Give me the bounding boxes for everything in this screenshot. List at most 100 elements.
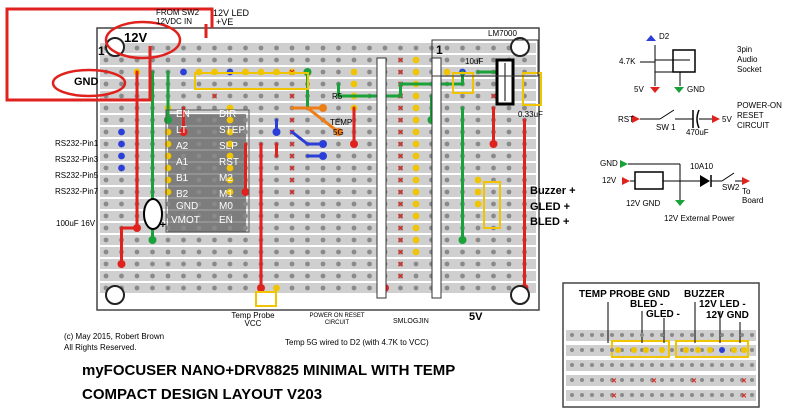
hole [398,141,403,147]
hole [506,225,512,231]
hole [444,273,450,279]
wire [337,70,464,98]
hole [367,201,372,207]
hole [506,273,512,279]
title-line-2: COMPACT DESIGN LAYOUT V203 [82,386,323,403]
hole [320,129,326,135]
hole [305,237,310,243]
hole [289,225,295,231]
hole [258,93,264,99]
hole [119,81,124,87]
track-cut-icon: × [398,140,404,151]
solder-pad [118,128,125,136]
inset-hole [630,393,634,397]
hole [475,105,481,111]
hole [289,141,295,147]
inset-hole [630,378,634,382]
inset-cut-icon: × [691,376,696,386]
solder-pad [474,176,482,184]
hole [336,153,341,159]
hole [367,249,372,255]
hole [367,237,372,243]
gnd-power-arrow-icon [620,160,628,168]
hole [367,177,372,183]
label-pin1-left: 1 [98,44,105,58]
inset-hole [600,363,604,367]
reset-sw1-label: SW 1 [656,123,676,132]
strip [100,271,536,281]
drv-pin-right-5: M1 [219,189,233,200]
hole [289,153,295,159]
inset-hole [570,363,574,367]
inset-hole [610,333,614,337]
solder-pad [350,68,358,76]
hole [320,165,326,171]
hole [367,273,372,279]
hole [398,45,403,51]
hole [258,81,264,87]
hole [165,249,171,255]
hole [258,45,264,51]
track-cut-icon: × [212,92,218,103]
solder-pad [412,236,420,244]
label-r5: R5 [332,92,343,101]
hole [320,249,326,255]
hole [243,273,248,279]
hole [289,237,295,243]
hole [103,117,109,123]
nano-header-left [376,57,387,299]
hole [336,165,341,171]
hole [367,141,372,147]
hole [289,177,295,183]
hole [506,261,512,267]
inset-hole [600,348,604,352]
hole [351,201,357,207]
led-header-highlight [483,181,501,229]
hole [475,81,481,87]
hole [305,189,310,195]
hole [165,213,171,219]
inset-hole [580,363,584,367]
hole [212,189,217,195]
hole [506,117,512,123]
inset-hole [670,378,674,382]
audio-gnd-label: GND [687,85,705,94]
inset-hole [720,363,724,367]
hole [444,249,450,255]
track-cut-icon: × [398,68,404,79]
inset-hole [660,393,664,397]
inset-cut-icon: × [611,376,616,386]
inset-hole [740,363,744,367]
label-temp-note: Temp 5G wired to D2 (with 4.7K to VCC) [285,338,429,347]
strip [100,67,536,77]
hole [243,93,248,99]
hole [243,225,248,231]
drv-pin-left-1: LT [176,125,187,136]
inset-hole [610,348,614,352]
hole [398,237,403,243]
strip [100,223,536,233]
to-board-arrow-icon [742,177,750,185]
d2-arrow-icon [646,35,656,41]
hole [196,225,202,231]
hole [196,165,202,171]
hole [398,165,403,171]
hole [491,261,496,267]
hole [491,93,496,99]
hole [491,273,496,279]
solder-pad [412,56,420,64]
hole [258,129,264,135]
track-cut-icon: × [398,152,404,163]
hole [274,45,279,51]
hole [351,225,357,231]
hole [320,237,326,243]
power-sw2-label: SW2 [722,183,740,192]
hole [351,285,357,291]
hole [181,81,186,87]
hole [305,177,310,183]
hole [475,165,481,171]
hole [212,177,217,183]
inset-temp-probe-gnd: TEMP PROBE GND [579,289,670,300]
mounting-hole-bottom-left [105,285,125,305]
hole [165,225,171,231]
